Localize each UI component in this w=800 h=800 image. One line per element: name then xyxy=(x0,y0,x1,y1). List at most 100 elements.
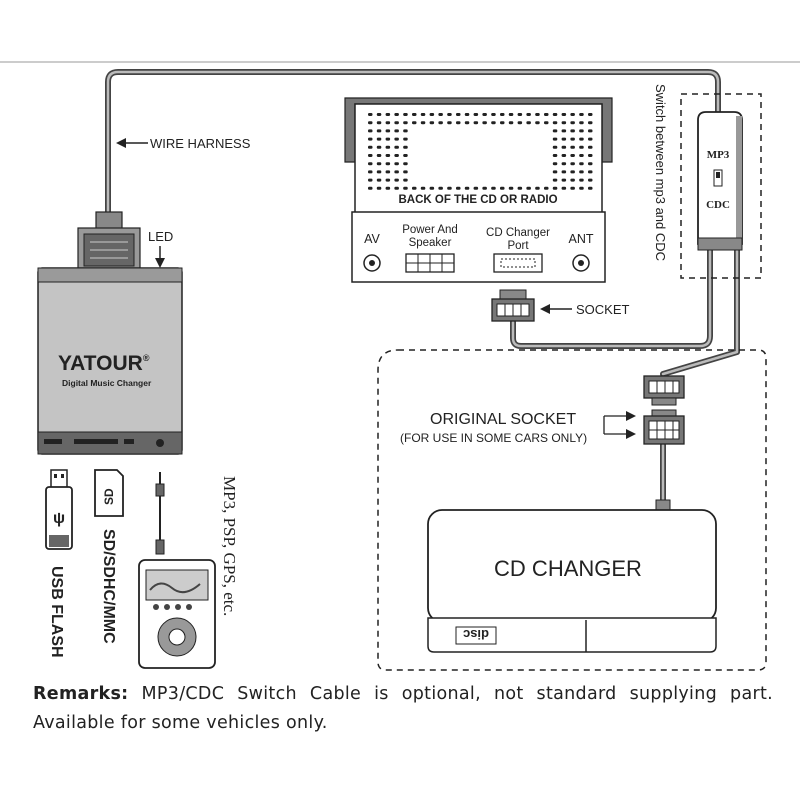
vent-slot xyxy=(376,113,382,116)
vent-slot xyxy=(403,145,408,149)
switch-cdc-label: CDC xyxy=(706,199,730,211)
vent-slot xyxy=(368,178,373,182)
vent-slot xyxy=(588,113,593,116)
vent-slot xyxy=(456,121,461,125)
vent-slot xyxy=(376,145,382,149)
wire-harness-label: WIRE HARNESS xyxy=(150,136,251,151)
vent-slot xyxy=(429,186,435,190)
vent-slot xyxy=(552,154,558,157)
vent-slot xyxy=(412,113,417,116)
vent-slot xyxy=(464,113,470,116)
vent-slot xyxy=(500,121,505,125)
vent-slot xyxy=(368,129,373,133)
vent-slot xyxy=(552,162,558,166)
vent-slot xyxy=(535,113,540,116)
vent-slot xyxy=(588,121,593,125)
vent-slot xyxy=(412,186,417,190)
vent-slot xyxy=(368,154,373,157)
original-socket-pair xyxy=(643,375,685,445)
vent-slot xyxy=(561,145,567,149)
vent-slot xyxy=(544,186,549,190)
vent-slot xyxy=(552,113,558,116)
cd-changer-label: CD CHANGER xyxy=(494,556,642,581)
original-socket-dashed-frame xyxy=(377,349,767,671)
vent-slot xyxy=(376,162,382,166)
vent-slot xyxy=(579,178,584,182)
vent-slot xyxy=(394,113,399,116)
vent-slot xyxy=(368,137,373,141)
vent-slot xyxy=(561,186,567,190)
vent-slot xyxy=(385,121,391,125)
vent-slot xyxy=(552,178,558,182)
vent-slot xyxy=(491,186,496,190)
vent-slot xyxy=(570,178,575,182)
vent-slot xyxy=(438,121,443,125)
vent-slot xyxy=(588,186,593,190)
vent-slot xyxy=(552,170,558,174)
vent-slot xyxy=(385,162,391,166)
vent-slot xyxy=(526,113,531,116)
sd-label: SD/SDHC/MMC xyxy=(100,529,117,644)
switch-mp3-label: MP3 xyxy=(707,149,730,161)
vent-slot xyxy=(517,121,523,125)
sd-card: SD xyxy=(94,469,124,517)
brand-logo: YATOUR® xyxy=(58,352,150,375)
vent-slot xyxy=(464,121,470,125)
vent-slot xyxy=(570,170,575,174)
product-name: Digital Music Changer xyxy=(62,378,152,388)
vent-slot xyxy=(376,121,382,125)
vent-slot xyxy=(588,162,593,166)
vent-slot xyxy=(579,186,584,190)
vent-slot xyxy=(517,113,523,116)
av-label: AV xyxy=(364,232,380,246)
vent-slot xyxy=(500,113,505,116)
sd-logo: SD xyxy=(102,488,116,505)
vent-slot xyxy=(385,129,391,133)
vent-slot xyxy=(552,145,558,149)
vent-slot xyxy=(500,186,505,190)
cd-changer-port-label-2: Port xyxy=(507,240,529,252)
mp3-psp-gps-label: MP3, PSP, GPS, etc. xyxy=(220,476,239,616)
led-callout: LED xyxy=(148,229,173,268)
vent-slot xyxy=(588,178,593,182)
vent-slot xyxy=(447,186,452,190)
vent-slot xyxy=(394,186,399,190)
mp3-cdc-switch: MP3 CDC xyxy=(697,111,743,251)
vent-slot xyxy=(394,129,399,133)
vent-slot xyxy=(376,154,382,157)
vent-slot xyxy=(473,113,479,116)
vent-slot xyxy=(403,137,408,141)
vent-slot xyxy=(570,145,575,149)
vent-slot xyxy=(464,186,470,190)
vent-slot xyxy=(438,186,443,190)
vent-slot xyxy=(508,186,514,190)
vent-slot xyxy=(579,129,584,133)
vent-slot xyxy=(552,137,558,141)
vent-slot xyxy=(588,145,593,149)
socket-callout: SOCKET xyxy=(540,302,630,317)
vent-slot xyxy=(588,170,593,174)
vent-slot xyxy=(376,170,382,174)
vent-slot xyxy=(473,121,479,125)
back-panel-title: BACK OF THE CD OR RADIO xyxy=(398,194,557,206)
vent-slot xyxy=(394,178,399,182)
vent-slot xyxy=(368,162,373,166)
usb-icon: ψ xyxy=(53,510,65,527)
vent-slot xyxy=(561,170,567,174)
vent-slot xyxy=(570,129,575,133)
vent-slot xyxy=(394,121,399,125)
vent-slot xyxy=(438,113,443,116)
vent-slot xyxy=(561,113,567,116)
vent-slot xyxy=(447,113,452,116)
vent-slot xyxy=(570,113,575,116)
vent-slot xyxy=(368,186,373,190)
vent-slot xyxy=(420,113,426,116)
vent-slot xyxy=(482,113,487,116)
wire-harness-callout: WIRE HARNESS xyxy=(116,136,251,151)
vent-slot xyxy=(579,137,584,141)
vent-slot xyxy=(482,121,487,125)
vent-slot xyxy=(394,154,399,157)
led-label: LED xyxy=(148,229,173,244)
vent-slot xyxy=(385,137,391,141)
